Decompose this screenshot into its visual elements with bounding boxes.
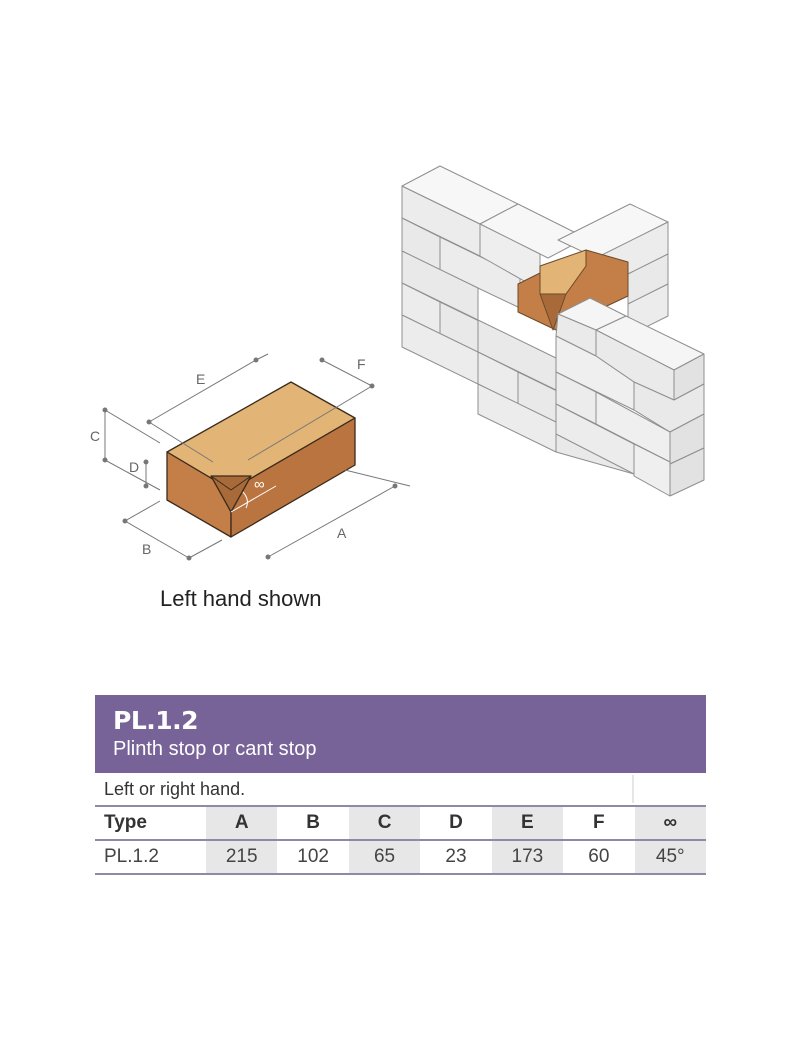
spec-note-row: Left or right hand. bbox=[95, 773, 706, 807]
table-cell: 60 bbox=[563, 840, 635, 875]
angle-label: ∞ bbox=[254, 476, 265, 493]
spec-note: Left or right hand. bbox=[104, 779, 246, 799]
product-code: PL.1.2 bbox=[113, 706, 199, 735]
spec-header: PL.1.2 Plinth stop or cant stop bbox=[95, 695, 706, 773]
column-header: B bbox=[277, 807, 349, 841]
dimension-labels: E F C D B A ∞ bbox=[90, 356, 366, 557]
spec-table: PL.1.2 Plinth stop or cant stop Left or … bbox=[95, 695, 706, 875]
dim-label-c: C bbox=[90, 428, 100, 444]
plinth-brick-drawing bbox=[166, 381, 356, 538]
note-separator bbox=[632, 775, 634, 803]
table-cell: 45° bbox=[634, 840, 706, 875]
column-header: F bbox=[563, 807, 635, 841]
product-title: Plinth stop or cant stop bbox=[113, 738, 317, 760]
column-header: ∞ bbox=[634, 807, 706, 841]
table-header-row: Type A B C D E F ∞ bbox=[95, 807, 706, 841]
dim-label-b: B bbox=[142, 541, 151, 557]
wall-assembly-drawing bbox=[401, 165, 705, 497]
dim-label-e: E bbox=[196, 371, 205, 387]
table-cell: 102 bbox=[277, 840, 349, 875]
dim-label-a: A bbox=[337, 525, 347, 541]
dimensions-table: Type A B C D E F ∞ PL.1.2 215 102 65 23 … bbox=[95, 807, 706, 875]
table-cell: 173 bbox=[491, 840, 564, 875]
dim-label-d: D bbox=[129, 459, 139, 475]
table-cell: PL.1.2 bbox=[95, 840, 206, 875]
table-cell: 23 bbox=[420, 840, 492, 875]
table-cell: 65 bbox=[348, 840, 421, 875]
column-header: Type bbox=[95, 807, 206, 841]
column-header: A bbox=[206, 807, 278, 841]
dim-label-f: F bbox=[357, 356, 366, 372]
brick-illustration: E F C D B A ∞ bbox=[90, 165, 705, 561]
column-header: C bbox=[348, 807, 421, 841]
dimension-lines bbox=[102, 353, 411, 561]
table-row: PL.1.2 215 102 65 23 173 60 45° bbox=[95, 840, 706, 875]
illustration-caption: Left hand shown bbox=[160, 586, 322, 611]
table-cell: 215 bbox=[206, 840, 278, 875]
column-header: E bbox=[491, 807, 564, 841]
column-header: D bbox=[420, 807, 492, 841]
